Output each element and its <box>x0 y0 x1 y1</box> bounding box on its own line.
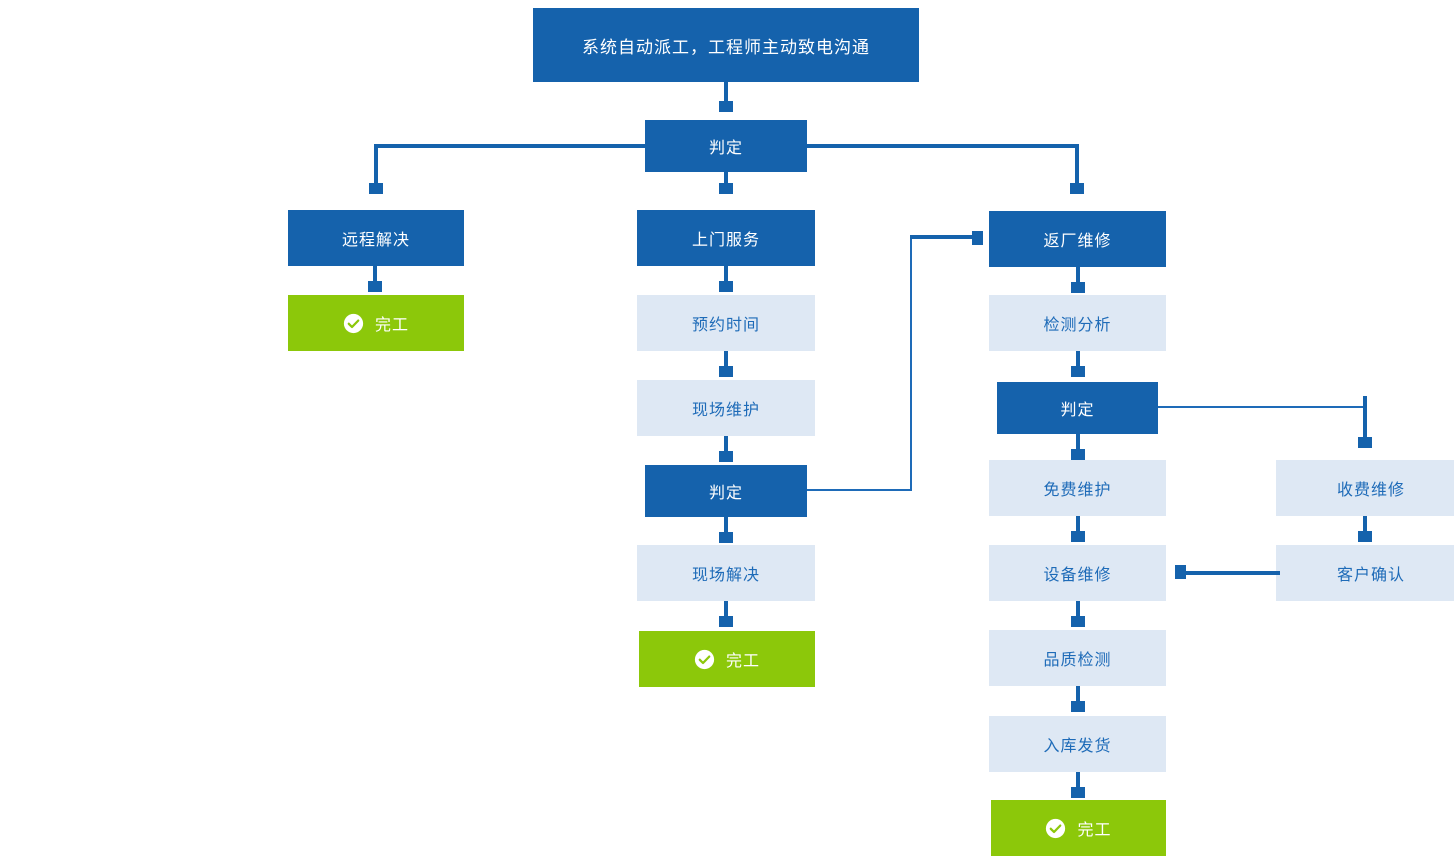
node-done-right[interactable]: 完工 <box>991 800 1166 856</box>
node-paid-repair[interactable]: 收费维修 <box>1276 460 1454 516</box>
arrowhead-remote-to-done <box>368 281 382 292</box>
connector-middle-decision-escalate-h1 <box>807 489 912 491</box>
connector-middle-decision-escalate-v <box>910 236 912 491</box>
connector-customer-confirm-to-equipment <box>1184 571 1280 575</box>
connector-middle-decision-escalate-h2 <box>910 235 980 239</box>
connector-root-to-right <box>1075 144 1079 186</box>
node-done-left[interactable]: 完工 <box>288 295 464 351</box>
node-done-right-label: 完工 <box>1077 822 1112 839</box>
node-factory-repair[interactable]: 返厂维修 <box>989 211 1166 267</box>
node-decision-right[interactable]: 判定 <box>997 382 1158 434</box>
node-onsite-maintenance[interactable]: 现场维护 <box>637 380 815 436</box>
connector-quality-to-warehouse <box>1076 686 1080 704</box>
done-left-content: 完工 <box>343 311 409 335</box>
node-decision-middle[interactable]: 判定 <box>645 465 807 517</box>
arrowhead-onsite-maint-to-decision <box>719 451 733 462</box>
node-inspection-analysis[interactable]: 检测分析 <box>989 295 1166 351</box>
connector-equipment-repair-to-quality <box>1076 601 1080 619</box>
connector-onsite-to-appointment <box>724 266 728 284</box>
connector-right-decision-to-paid-h <box>1158 406 1366 408</box>
connector-right-decision-to-free <box>1076 434 1080 452</box>
connector-onsite-maint-to-decision <box>724 436 728 454</box>
arrowhead-root-to-middle <box>719 183 733 194</box>
connector-paid-to-customer-confirm <box>1363 516 1367 534</box>
arrowhead-decision-to-onsite-resolve <box>719 532 733 543</box>
node-free-maintenance[interactable]: 免费维护 <box>989 460 1166 516</box>
node-appointment-time[interactable]: 预约时间 <box>637 295 815 351</box>
check-circle-icon <box>694 649 715 669</box>
node-done-middle-label: 完工 <box>725 653 760 670</box>
connector-right-decision-to-paid-v <box>1363 396 1367 440</box>
node-done-middle[interactable]: 完工 <box>639 631 815 687</box>
arrowhead-paid-to-customer-confirm <box>1358 531 1372 542</box>
arrowhead-analysis-to-decision <box>1071 366 1085 377</box>
node-onsite-service[interactable]: 上门服务 <box>637 210 815 266</box>
arrowhead-root-to-right <box>1070 183 1084 194</box>
connector-warehouse-to-done <box>1076 772 1080 790</box>
arrowhead-onsite-to-appointment <box>719 281 733 292</box>
node-equipment-repair[interactable]: 设备维修 <box>989 545 1166 601</box>
done-middle-content: 完工 <box>694 647 760 671</box>
arrowhead-warehouse-to-done <box>1071 787 1085 798</box>
connector-title-to-root <box>724 82 728 104</box>
connector-factory-to-analysis <box>1076 267 1080 285</box>
arrowhead-equipment-repair-to-quality <box>1071 616 1085 627</box>
node-remote-resolution[interactable]: 远程解决 <box>288 210 464 266</box>
arrowhead-escalate-to-factory <box>972 231 983 245</box>
connector-onsite-resolve-to-done <box>724 601 728 619</box>
arrowhead-title-to-root <box>719 101 733 112</box>
connector-decision-to-onsite-resolve <box>724 517 728 535</box>
arrowhead-free-to-equipment-repair <box>1071 531 1085 542</box>
arrowhead-right-decision-to-paid <box>1358 437 1372 448</box>
connector-free-to-equipment-repair <box>1076 516 1080 534</box>
arrowhead-customer-confirm-to-equipment <box>1175 565 1186 579</box>
arrowhead-factory-to-analysis <box>1071 282 1085 293</box>
node-quality-inspection[interactable]: 品质检测 <box>989 630 1166 686</box>
node-warehouse-shipping[interactable]: 入库发货 <box>989 716 1166 772</box>
check-circle-icon <box>343 313 364 333</box>
arrowhead-root-to-left <box>369 183 383 194</box>
node-customer-confirmation[interactable]: 客户确认 <box>1276 545 1454 601</box>
connector-root-to-middle <box>724 172 728 186</box>
arrowhead-onsite-resolve-to-done <box>719 616 733 627</box>
connector-appointment-to-onsite-maint <box>724 351 728 369</box>
node-onsite-resolved[interactable]: 现场解决 <box>637 545 815 601</box>
node-done-left-label: 完工 <box>374 317 409 334</box>
connector-analysis-to-decision <box>1076 351 1080 369</box>
connector-root-bus-left <box>374 144 647 148</box>
check-circle-icon <box>1046 818 1066 838</box>
node-decision-root[interactable]: 判定 <box>645 120 807 172</box>
node-auto-dispatch[interactable]: 系统自动派工，工程师主动致电沟通 <box>533 8 919 82</box>
connector-root-to-left <box>374 144 378 186</box>
arrowhead-appointment-to-onsite-maint <box>719 366 733 377</box>
connector-root-bus-right <box>805 144 1079 148</box>
done-right-content: 完工 <box>1045 816 1111 840</box>
arrowhead-quality-to-warehouse <box>1071 701 1085 712</box>
arrowhead-right-decision-to-free <box>1071 449 1085 460</box>
connector-remote-to-done <box>373 266 377 284</box>
